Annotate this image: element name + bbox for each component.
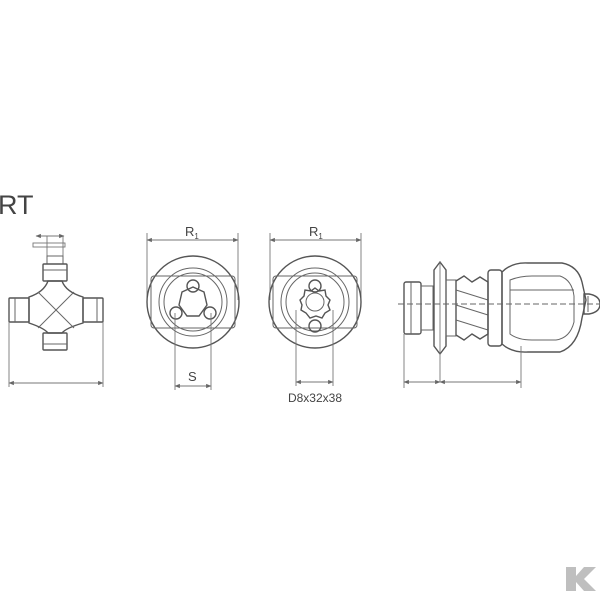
svg-text:R1: R1 bbox=[309, 224, 323, 241]
svg-text:R1: R1 bbox=[185, 224, 199, 241]
s-label: S bbox=[188, 369, 197, 384]
drawing-heading: RT bbox=[0, 190, 34, 220]
hub-r1-s: R1 S bbox=[146, 224, 240, 390]
r1-label-right: R bbox=[309, 224, 318, 239]
yoke-assembly bbox=[398, 260, 600, 388]
hub-r1-spline: R1 D8x32x38 bbox=[268, 224, 362, 405]
kramp-k-logo-icon: K bbox=[566, 567, 596, 591]
r1-sub-right: 1 bbox=[318, 232, 323, 241]
cross-journal bbox=[8, 233, 104, 387]
spline-label: D8x32x38 bbox=[288, 391, 342, 405]
r1-sub-left: 1 bbox=[194, 232, 199, 241]
r1-label-left: R bbox=[185, 224, 194, 239]
